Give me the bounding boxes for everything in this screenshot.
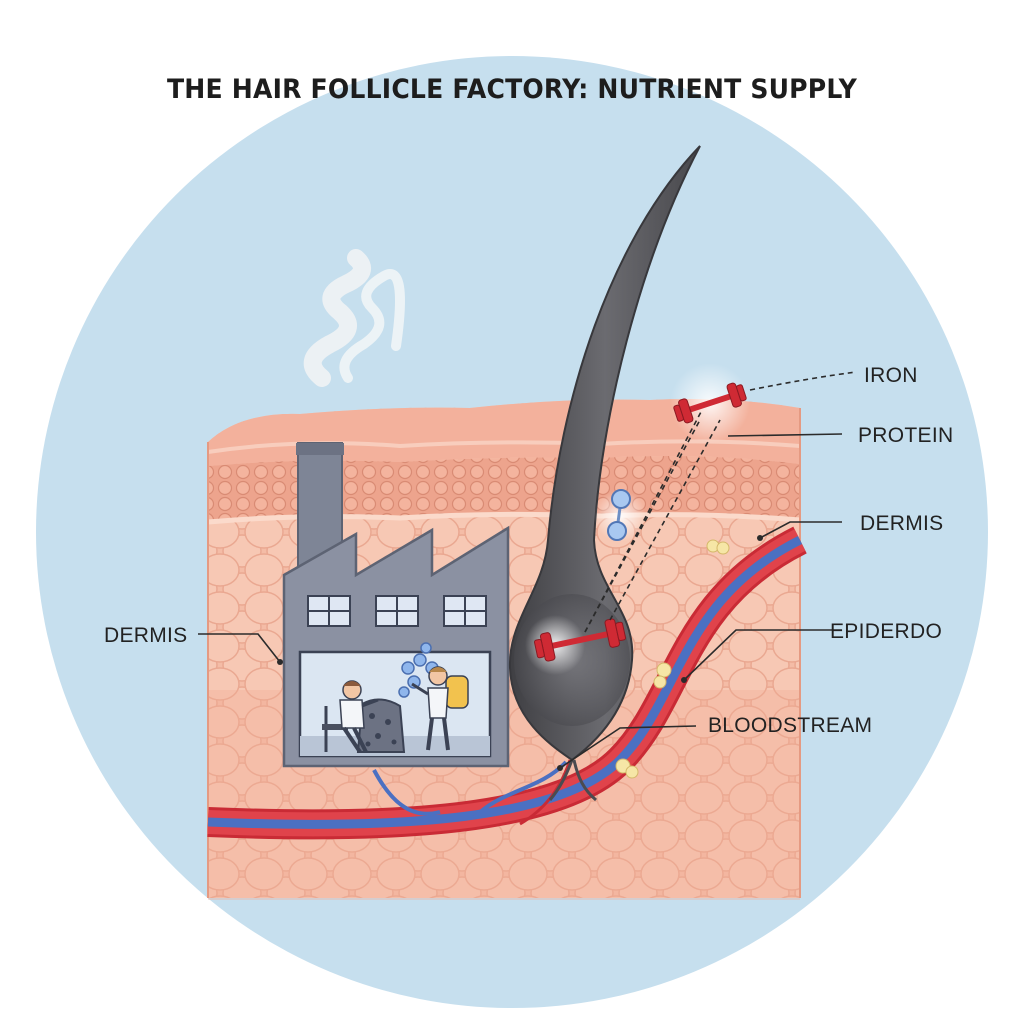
label-iron: IRON — [864, 364, 918, 387]
label-protein: PROTEIN — [858, 424, 954, 447]
label-dermis-left: DERMIS — [104, 624, 188, 647]
molecule-icon — [398, 642, 439, 698]
factory-icon — [282, 249, 510, 768]
label-epiderdo: EPIDERDO — [830, 620, 943, 643]
dumbbell-icon — [673, 382, 747, 424]
blood-vessel-icon — [207, 526, 807, 840]
label-dermis-right: DERMIS — [860, 512, 944, 535]
molecule-icon — [607, 489, 631, 541]
nutrient-paths — [584, 371, 857, 633]
worker-icon — [411, 666, 469, 751]
label-bloodstream: BLOODSTREAM — [708, 714, 873, 737]
worker-icon — [322, 680, 379, 754]
leader-lines — [198, 433, 843, 769]
page-title: THE HAIR FOLLICLE FACTORY: NUTRIENT SUPP… — [166, 74, 858, 105]
dumbbell-icon — [533, 618, 627, 662]
smoke-icon — [303, 249, 371, 387]
